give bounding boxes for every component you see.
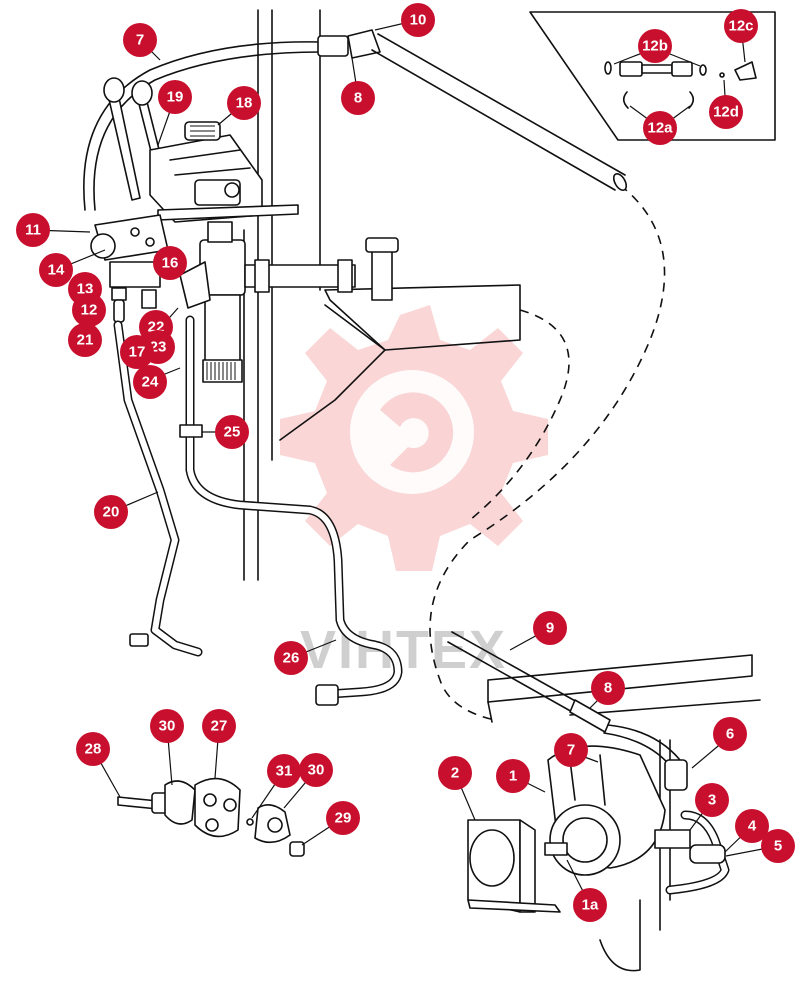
svg-text:1: 1	[509, 768, 517, 785]
callout-27: 27	[202, 709, 236, 743]
upper-control-cable	[83, 29, 628, 211]
pipe-20	[113, 320, 203, 657]
svg-text:12a: 12a	[647, 120, 673, 137]
svg-text:31: 31	[276, 763, 293, 780]
callout-28: 28	[76, 732, 110, 766]
svg-text:28: 28	[85, 741, 102, 758]
svg-text:4: 4	[748, 818, 757, 835]
svg-text:25: 25	[224, 424, 241, 441]
callout-1: 1	[496, 759, 530, 793]
svg-text:30: 30	[159, 718, 176, 735]
callout-30-left: 30	[150, 709, 184, 743]
svg-text:7: 7	[567, 742, 575, 759]
cable-route-dashed	[429, 184, 666, 721]
coupling-group	[117, 777, 305, 857]
svg-text:21: 21	[77, 332, 94, 349]
callout-9: 9	[533, 611, 567, 645]
callout-12c: 12c	[724, 9, 758, 43]
svg-text:1a: 1a	[582, 897, 599, 914]
inset-detail-box	[529, 11, 776, 141]
svg-text:16: 16	[162, 255, 179, 272]
callout-6: 6	[713, 717, 747, 751]
callout-8-bottom: 8	[591, 671, 625, 705]
svg-text:8: 8	[354, 90, 362, 107]
svg-text:7: 7	[136, 32, 144, 49]
pump-assembly	[467, 745, 730, 913]
svg-text:12c: 12c	[728, 18, 753, 35]
callout-3: 3	[695, 783, 729, 817]
watermark-text: VIHTEX	[300, 620, 507, 680]
svg-text:5: 5	[774, 838, 782, 855]
callout-2: 2	[438, 756, 472, 790]
svg-text:27: 27	[211, 718, 228, 735]
svg-text:20: 20	[103, 504, 120, 521]
svg-text:17: 17	[129, 344, 146, 361]
callout-30-right: 30	[299, 753, 333, 787]
watermark-gear-icon	[280, 305, 548, 571]
cable-route-dashed-2	[469, 309, 570, 521]
lower-control-cable	[447, 631, 681, 769]
callout-31: 31	[267, 754, 301, 788]
callout-24: 24	[133, 365, 167, 399]
callout-14: 14	[39, 253, 73, 287]
svg-text:8: 8	[604, 680, 612, 697]
callout-1a: 1a	[573, 888, 607, 922]
callout-10: 10	[401, 3, 435, 37]
svg-text:12b: 12b	[642, 38, 668, 55]
callout-4: 4	[735, 809, 769, 843]
svg-text:29: 29	[335, 810, 352, 827]
callout-12a: 12a	[643, 111, 677, 145]
svg-text:26: 26	[283, 650, 300, 667]
callout-12d: 12d	[709, 95, 743, 129]
svg-text:18: 18	[236, 95, 253, 112]
callout-19: 19	[158, 80, 192, 114]
callout-26: 26	[274, 641, 308, 675]
callout-20: 20	[94, 495, 128, 529]
svg-text:24: 24	[142, 374, 159, 391]
svg-text:2: 2	[451, 765, 459, 782]
callout-11: 11	[16, 213, 50, 247]
svg-text:10: 10	[410, 12, 427, 29]
svg-text:12: 12	[81, 302, 98, 319]
svg-text:30: 30	[308, 762, 325, 779]
svg-text:6: 6	[726, 726, 734, 743]
callout-8-top: 8	[341, 81, 375, 115]
callout-12: 12	[72, 293, 106, 327]
callout-7-top: 7	[123, 23, 157, 57]
control-valve	[90, 77, 299, 323]
svg-text:11: 11	[25, 222, 41, 239]
callout-17: 17	[120, 335, 154, 369]
callout-18: 18	[227, 86, 261, 120]
pipe-26	[179, 315, 403, 706]
svg-text:19: 19	[167, 89, 184, 106]
callout-7-bottom: 7	[554, 733, 588, 767]
callout-21: 21	[68, 323, 102, 357]
callout-25: 25	[215, 415, 249, 449]
filter-assembly	[179, 221, 399, 383]
svg-text:12d: 12d	[713, 104, 739, 121]
callout-5: 5	[761, 829, 795, 863]
callout-29: 29	[326, 801, 360, 835]
svg-text:14: 14	[48, 262, 65, 279]
svg-text:9: 9	[546, 620, 554, 637]
callout-12b: 12b	[638, 29, 672, 63]
callout-16: 16	[153, 246, 187, 280]
svg-text:3: 3	[708, 792, 716, 809]
